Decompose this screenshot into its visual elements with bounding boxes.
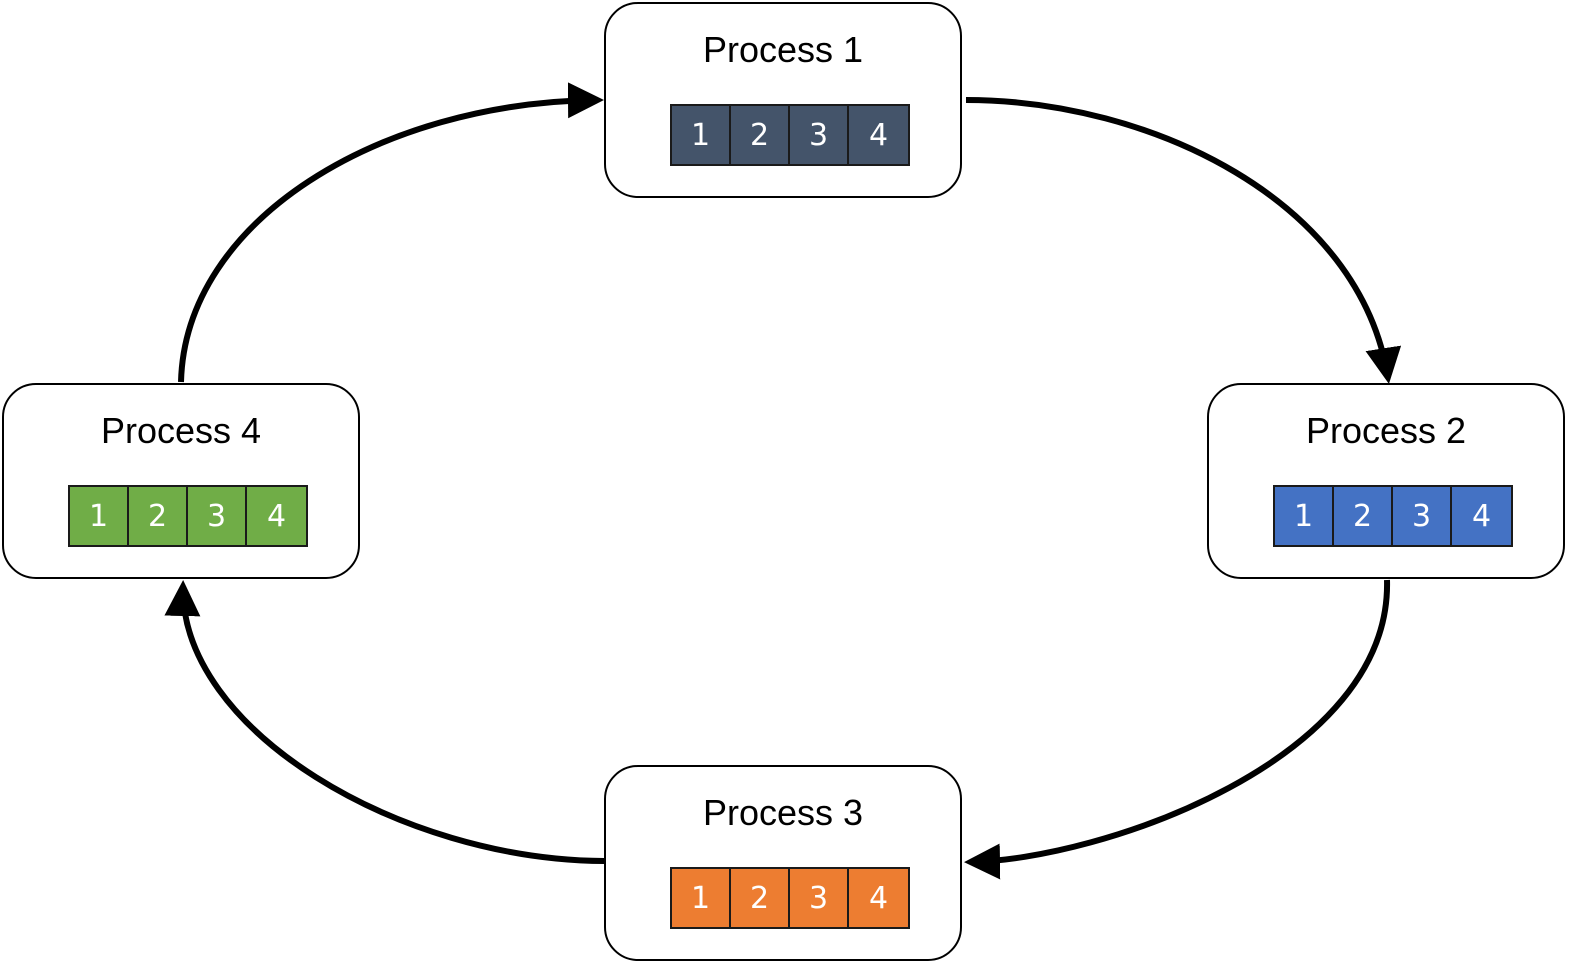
process-1-block-2: 2: [731, 106, 790, 164]
process-2-blocks: 1 2 3 4: [1273, 485, 1513, 547]
process-3-block-1: 1: [672, 869, 731, 927]
process-2-block-2: 2: [1334, 487, 1393, 545]
process-3-block-3: 3: [790, 869, 849, 927]
process-3-title: Process 3: [702, 792, 864, 833]
arrow-process1-to-process2: [965, 97, 1402, 384]
process-2-block-1: 1: [1275, 487, 1334, 545]
process-3-blocks: 1 2 3 4: [670, 867, 910, 929]
arrow-process4-to-process1: [178, 82, 604, 383]
process-4-blocks: 1 2 3 4: [68, 485, 308, 547]
arrow-process2-to-process3: [964, 579, 1391, 880]
process-1-block-1: 1: [672, 106, 731, 164]
process-4-title: Process 4: [100, 410, 262, 451]
process-1-block-4: 4: [849, 106, 908, 164]
process-4-node: Process 4 1 2 3 4: [2, 383, 360, 579]
process-4-block-2: 2: [129, 487, 188, 545]
process-4-block-3: 3: [188, 487, 247, 545]
process-3-block-2: 2: [731, 869, 790, 927]
process-1-block-3: 3: [790, 106, 849, 164]
process-3-block-4: 4: [849, 869, 908, 927]
arrow-process3-to-process4: [164, 580, 605, 864]
process-3-node: Process 3 1 2 3 4: [604, 765, 962, 961]
process-4-block-4: 4: [247, 487, 306, 545]
process-1-node: Process 1 1 2 3 4: [604, 2, 962, 198]
process-1-title: Process 1: [702, 29, 864, 70]
process-2-node: Process 2 1 2 3 4: [1207, 383, 1565, 579]
process-4-block-1: 1: [70, 487, 129, 545]
process-1-blocks: 1 2 3 4: [670, 104, 910, 166]
process-2-block-3: 3: [1393, 487, 1452, 545]
process-2-title: Process 2: [1305, 410, 1467, 451]
process-2-block-4: 4: [1452, 487, 1511, 545]
